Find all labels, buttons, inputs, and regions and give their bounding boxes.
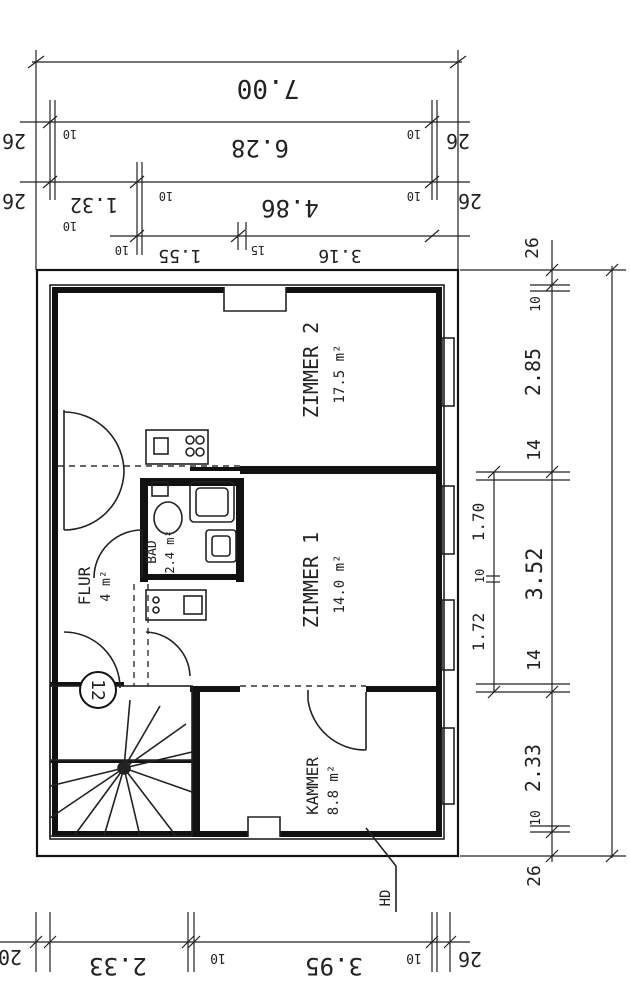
room-labels: ZIMMER 2 17.5 m² ZIMMER 1 14.0 m² KAMMER…	[75, 322, 348, 815]
dimension-label: 2.85	[521, 348, 545, 396]
room-flur-area: 4 m²	[99, 570, 114, 601]
dimension-label: 10	[63, 219, 77, 233]
hidden-lines	[58, 465, 366, 687]
room-zimmer1-area: 14.0 m²	[332, 554, 348, 613]
dimension-label: 10	[407, 189, 421, 203]
dimension-label: 26	[446, 129, 470, 153]
dimension-label: 1.55	[158, 245, 201, 266]
room-flur-name: FLUR	[75, 566, 94, 605]
dimension-label: 15	[251, 243, 265, 257]
room-zimmer1-name: ZIMMER 1	[299, 532, 323, 628]
stair-step-count: 12	[87, 679, 108, 701]
room-kammer-name: KAMMER	[303, 757, 322, 815]
dimension-label: 6.28	[231, 134, 289, 162]
dimension-label: 10	[159, 189, 173, 203]
dimension-label: 3.16	[318, 245, 361, 266]
dimension-label: 10	[473, 569, 487, 583]
dimension-label: 10	[63, 127, 77, 141]
dimension-label: 10	[210, 950, 226, 965]
dimension-label: 10	[529, 810, 544, 826]
bottom-dimension-lines	[0, 912, 470, 972]
dimension-label: 10	[406, 950, 422, 965]
hd-leader	[365, 827, 397, 912]
dim-overall-width: 7.00	[237, 73, 300, 103]
dimension-label: 20	[0, 945, 22, 969]
dimension-label: 10	[115, 243, 129, 257]
dimension-label: 26	[458, 189, 482, 213]
dimension-label: 3.95	[305, 952, 363, 980]
dimension-label: 2.33	[521, 744, 545, 792]
room-bad-name: BAD	[145, 540, 160, 564]
dimension-label: 3.52	[523, 548, 548, 601]
dimension-label: 26	[522, 237, 543, 259]
dimension-label: 26	[2, 129, 26, 153]
dimension-label: 26	[2, 189, 26, 213]
doors	[63, 410, 367, 751]
dimension-label: 26	[458, 947, 482, 971]
fixtures	[145, 429, 237, 621]
staircase	[49, 671, 193, 837]
dimension-label: 1.70	[469, 503, 488, 542]
room-zimmer2-name: ZIMMER 2	[299, 322, 323, 418]
dimension-label: 1.72	[469, 613, 488, 652]
dimension-label: 10	[529, 296, 544, 312]
dimension-label: 14	[524, 649, 545, 671]
label-hd: HD	[378, 890, 394, 907]
dimension-label: 1.32	[70, 193, 118, 217]
dimension-label: 2.33	[89, 952, 147, 980]
top-dimension-labels: 7.00 26 10 6.28 10 26 26 1.32 10 4.86 10…	[2, 73, 482, 266]
room-bad-area: 2.4 m²	[163, 530, 177, 573]
building-outline	[35, 268, 460, 858]
dimension-label: 4.86	[261, 194, 319, 222]
bottom-dimension-labels: 20 2.33 10 3.95 10 26	[0, 945, 482, 980]
room-zimmer2-area: 17.5 m²	[332, 344, 348, 403]
windows	[223, 287, 455, 837]
dimension-label: 26	[524, 865, 545, 887]
right-dimension-lines	[460, 240, 626, 863]
room-kammer-area: 8.8 m²	[326, 765, 342, 816]
dimension-label: 10	[407, 127, 421, 141]
interior-walls	[50, 466, 436, 831]
right-dimension-labels: 26 10 2.85 14 3.52 14 2.33 10 26 1.70 10…	[469, 237, 548, 887]
top-dimension-lines	[20, 50, 470, 270]
dimension-label: 14	[524, 439, 545, 461]
